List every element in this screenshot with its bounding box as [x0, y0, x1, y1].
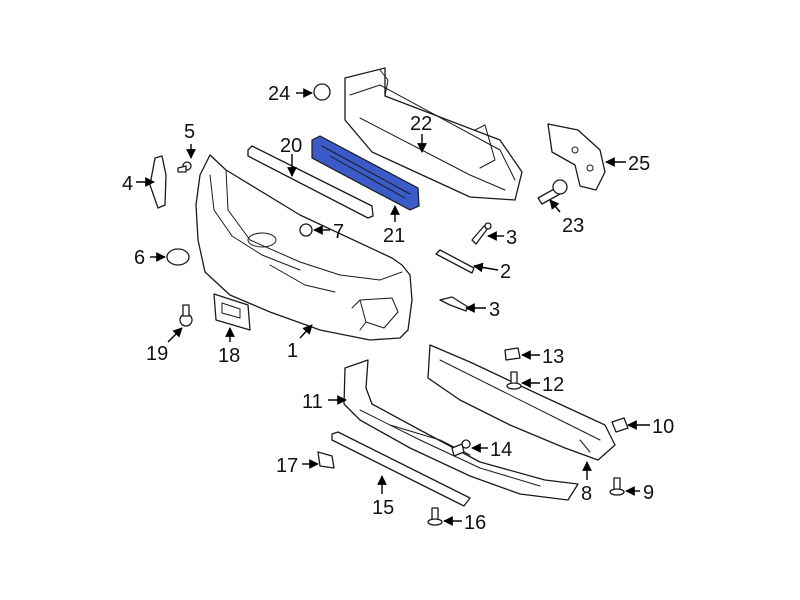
callout-6: 6 [134, 247, 145, 269]
part-1-bumper-cover[interactable] [195, 154, 413, 341]
callout-22: 22 [410, 113, 432, 135]
callout-7: 7 [333, 221, 344, 243]
part-14-screw[interactable] [451, 439, 471, 457]
part-6-emblem-ring[interactable] [166, 248, 190, 266]
callout-1: 1 [287, 340, 298, 362]
part-19-bolt[interactable] [179, 304, 193, 327]
part-9-bolt[interactable] [609, 477, 625, 496]
part-24-nut[interactable] [313, 83, 331, 101]
callout-25: 25 [628, 153, 650, 175]
callout-15: 15 [372, 497, 394, 519]
part-13-clip[interactable] [504, 347, 521, 361]
callout-5: 5 [184, 121, 195, 143]
callout-23: 23 [562, 215, 584, 237]
leader-1 [299, 324, 313, 339]
leader-23 [549, 199, 561, 213]
callout-8: 8 [581, 483, 592, 505]
callout-11: 11 [302, 391, 323, 413]
leader-19 [167, 327, 183, 343]
part-23-bolt[interactable] [537, 179, 568, 205]
callout-24: 24 [268, 83, 290, 105]
part-20-seal-strip[interactable] [247, 145, 374, 219]
part-3-pin-upper[interactable] [471, 222, 492, 245]
part-17-clip[interactable] [317, 451, 335, 469]
leader-2 [473, 262, 499, 273]
callout-18: 18 [218, 345, 240, 367]
part-7-nut[interactable] [299, 223, 313, 237]
callout-17: 17 [276, 455, 298, 477]
part-15-trim-strip[interactable] [331, 431, 471, 507]
callout-3-upper: 3 [506, 227, 517, 249]
part-25-mounting-bracket[interactable] [547, 123, 606, 191]
callout-20: 20 [280, 135, 302, 157]
callout-2: 2 [500, 261, 511, 283]
part-2-bracket[interactable] [435, 249, 475, 274]
part-12-bolt[interactable] [506, 371, 522, 390]
part-10-clip[interactable] [611, 417, 629, 433]
part-8-lower-deflector[interactable] [427, 344, 616, 461]
part-18-license-bracket[interactable] [213, 293, 251, 331]
callout-12: 12 [542, 374, 564, 396]
callout-3-lower: 3 [489, 299, 500, 321]
callout-4: 4 [122, 173, 133, 195]
callout-13: 13 [542, 346, 564, 368]
callout-10: 10 [652, 416, 674, 438]
callout-19: 19 [146, 343, 168, 365]
callout-16: 16 [464, 512, 486, 534]
part-21-energy-absorber[interactable] [311, 135, 420, 211]
part-3-pin-lower[interactable] [439, 296, 469, 312]
callout-9: 9 [643, 482, 654, 504]
callout-14: 14 [490, 439, 512, 461]
part-16-bolt[interactable] [427, 507, 443, 526]
part-22-reinforcement-beam[interactable] [344, 67, 523, 201]
callout-21: 21 [383, 225, 405, 247]
part-5-screw[interactable] [177, 161, 192, 173]
